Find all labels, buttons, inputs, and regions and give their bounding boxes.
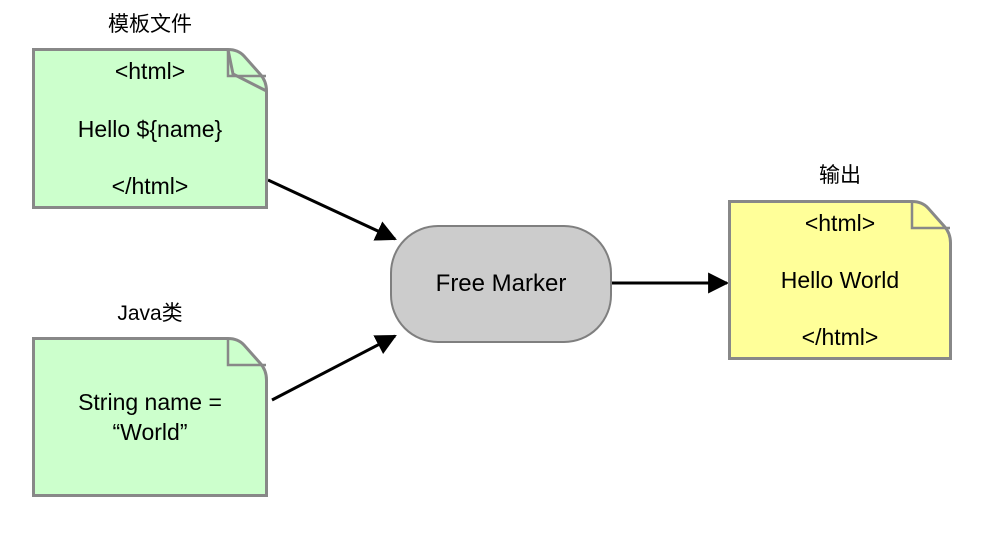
java-note: String name = “World” [32,337,268,497]
output-caption-label: 输出 [819,164,861,187]
freemarker-process-label: Free Marker [435,270,567,297]
java-caption-label: Java类 [117,302,183,325]
java-note-shape [32,337,268,497]
arrow-java-to-freemarker [271,334,397,402]
output-note: <html> Hello World </html> [728,200,952,360]
freemarker-process-node[interactable]: Free Marker [390,225,612,343]
template-caption-label: 模板文件 [108,13,192,36]
template-note: <html> Hello ${name} </html> [32,48,268,209]
output-note-shape [728,200,952,360]
arrow-template-to-freemarker [267,178,397,241]
template-note-shape [32,48,268,209]
